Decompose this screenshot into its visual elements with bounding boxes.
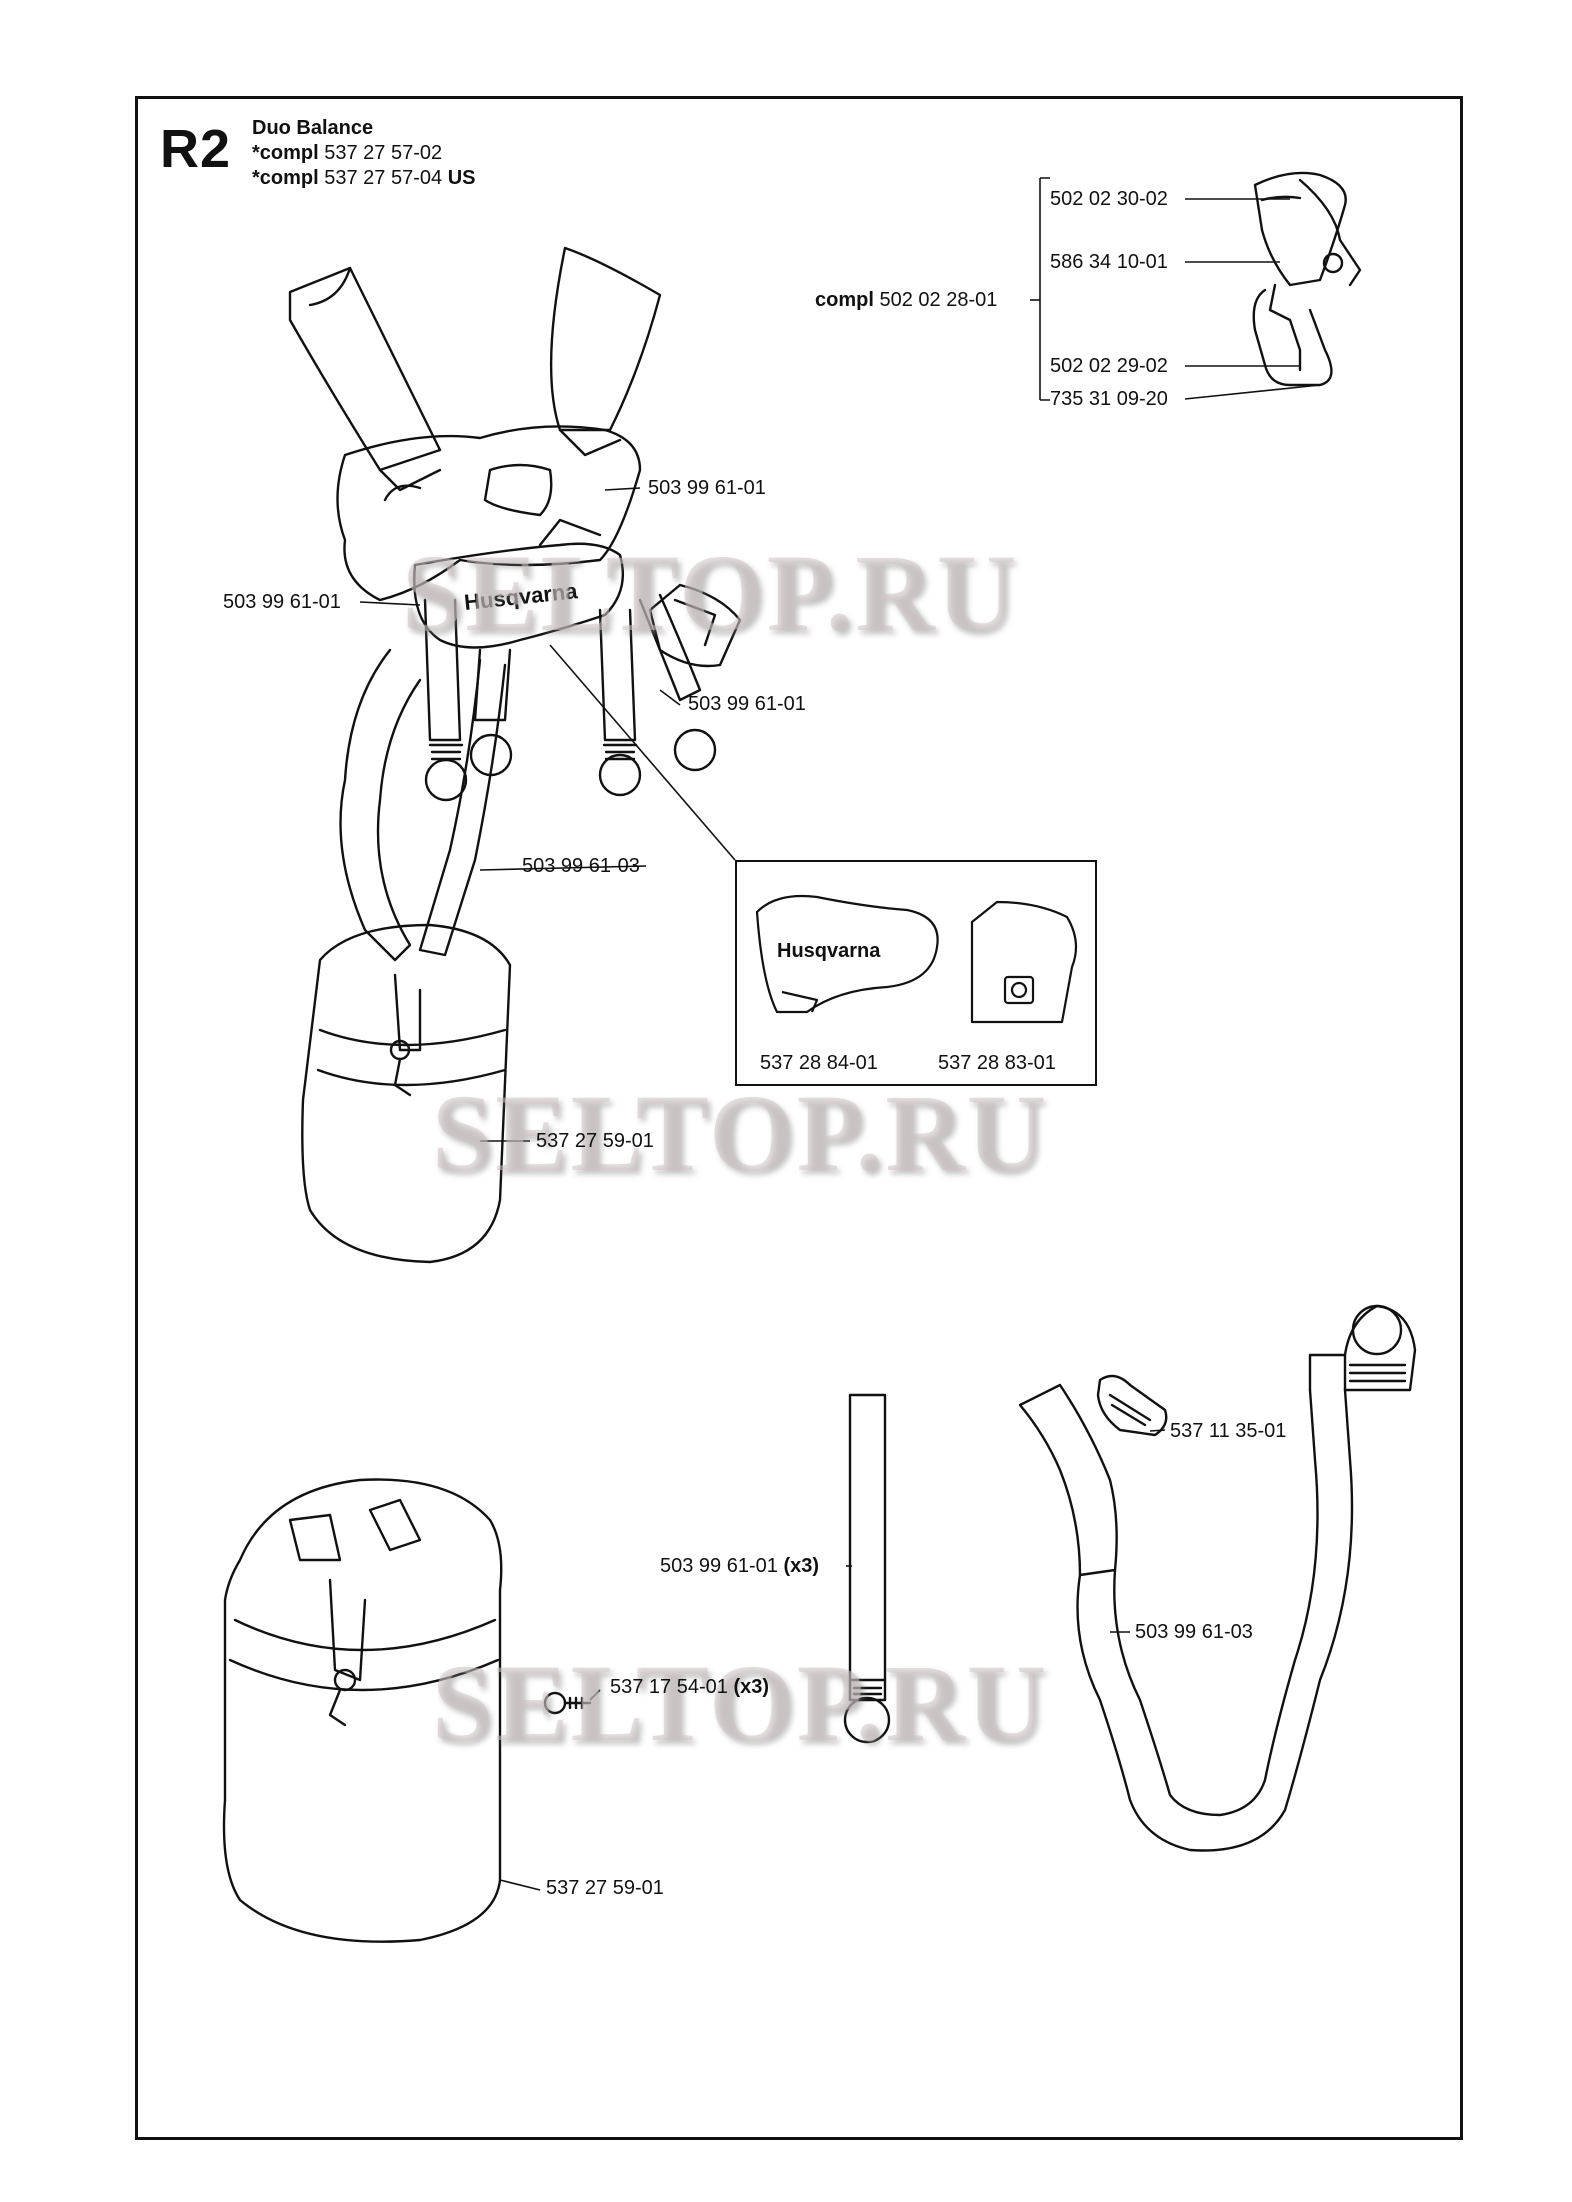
harness-side-buckle: [648, 583, 742, 668]
harness-shoulder-straps: [288, 246, 662, 492]
label-inset-right: 537 28 83-01: [938, 1052, 1056, 1074]
loose-belt-strap: [1018, 1304, 1417, 1852]
label-buckle-part: 537 11 35-01: [1170, 1420, 1287, 1442]
inset-brand: Husqvarna: [777, 940, 881, 962]
harness-chest-pad: [413, 518, 624, 649]
label-strap-right: 503 99 61-01: [648, 477, 766, 499]
buckle-part: [1096, 1374, 1168, 1437]
page-frame: [135, 96, 1463, 2140]
label-hook-mid: 586 34 10-01: [1050, 251, 1168, 273]
header-line-2: *compl 537 27 57-04 US: [252, 167, 476, 189]
watermark-1: SELTOP.RU: [402, 532, 1019, 654]
watermark-2: SELTOP.RU: [432, 1072, 1049, 1194]
inset-left-pad: [755, 894, 939, 1014]
label-pad-upper: 537 27 59-01: [536, 1130, 654, 1152]
label-hook-top: 502 02 30-02: [1050, 188, 1168, 210]
label-screw: 537 17 54-01 (x3): [610, 1676, 770, 1698]
screw: [543, 1691, 592, 1715]
hook-assembly: [1252, 171, 1362, 387]
label-belt-strap: 503 99 61-03: [522, 855, 640, 877]
hip-pad-lower: [222, 1478, 503, 1943]
harness-belt-strap: [339, 648, 507, 962]
label-strap-left: 503 99 61-01: [223, 591, 341, 613]
label-strap-buckle: 503 99 61-01: [688, 693, 806, 715]
header-line-1: *compl 537 27 57-02: [252, 142, 443, 164]
harness-back-plate: [336, 425, 642, 602]
loose-strap: [843, 1393, 891, 1744]
leader-lines: [359, 177, 1321, 1891]
label-hook-compl: compl 502 02 28-01: [815, 289, 998, 311]
label-inset-left: 537 28 84-01: [760, 1052, 878, 1074]
section-number: R2: [160, 119, 232, 179]
inset-box: Husqvarna: [735, 860, 1097, 1086]
header-block: Duo Balance *compl 537 27 57-02 *compl 5…: [252, 116, 476, 191]
label-pad-lower: 537 27 59-01: [546, 1877, 664, 1899]
label-belt-loose: 503 99 61-03: [1135, 1621, 1253, 1643]
harness-lower-straps: [423, 593, 717, 802]
watermark-3: SELTOP.RU: [432, 1642, 1049, 1764]
label-loose-strap: 503 99 61-01 (x3): [660, 1555, 820, 1577]
label-hook-lower: 502 02 29-02: [1050, 355, 1168, 377]
hip-pad-upper: [301, 923, 512, 1264]
label-hook-bottom: 735 31 09-20: [1050, 388, 1168, 410]
inset-right-pad: [970, 900, 1078, 1024]
inset-art: Husqvarna: [755, 894, 1078, 1024]
diagram-title: Duo Balance: [252, 117, 374, 139]
